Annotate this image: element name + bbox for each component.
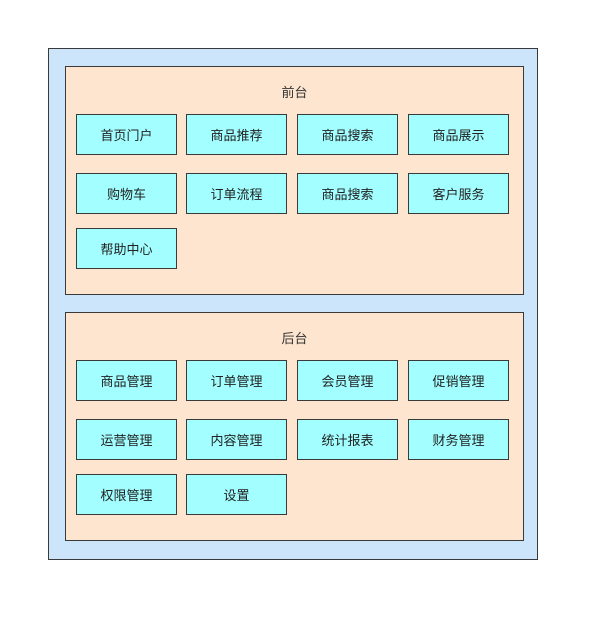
module-box: 购物车 bbox=[76, 173, 177, 214]
module-box: 运营管理 bbox=[76, 419, 177, 460]
module-box: 首页门户 bbox=[76, 114, 177, 155]
backend-title: 后台 bbox=[281, 332, 308, 347]
backend-section: 后台 商品管理 订单管理 会员管理 促销管理 运营管理 内容管理 统计报表 财务… bbox=[65, 312, 524, 541]
module-box: 商品搜索 bbox=[297, 173, 398, 214]
module-box: 内容管理 bbox=[186, 419, 287, 460]
module-box: 商品展示 bbox=[408, 114, 509, 155]
module-box: 设置 bbox=[186, 474, 287, 515]
module-box: 客户服务 bbox=[408, 173, 509, 214]
module-box: 订单管理 bbox=[186, 360, 287, 401]
module-box: 订单流程 bbox=[186, 173, 287, 214]
module-box: 商品管理 bbox=[76, 360, 177, 401]
module-box: 商品推荐 bbox=[186, 114, 287, 155]
module-box: 财务管理 bbox=[408, 419, 509, 460]
module-box: 统计报表 bbox=[297, 419, 398, 460]
frontend-section: 前台 首页门户 商品推荐 商品搜索 商品展示 购物车 订单流程 商品搜索 客户服… bbox=[65, 66, 524, 295]
module-box: 促销管理 bbox=[408, 360, 509, 401]
module-box: 权限管理 bbox=[76, 474, 177, 515]
system-container: 前台 首页门户 商品推荐 商品搜索 商品展示 购物车 订单流程 商品搜索 客户服… bbox=[48, 48, 538, 560]
frontend-title: 前台 bbox=[281, 86, 308, 101]
module-box: 商品搜索 bbox=[297, 114, 398, 155]
module-box: 会员管理 bbox=[297, 360, 398, 401]
module-box: 帮助中心 bbox=[76, 228, 177, 269]
